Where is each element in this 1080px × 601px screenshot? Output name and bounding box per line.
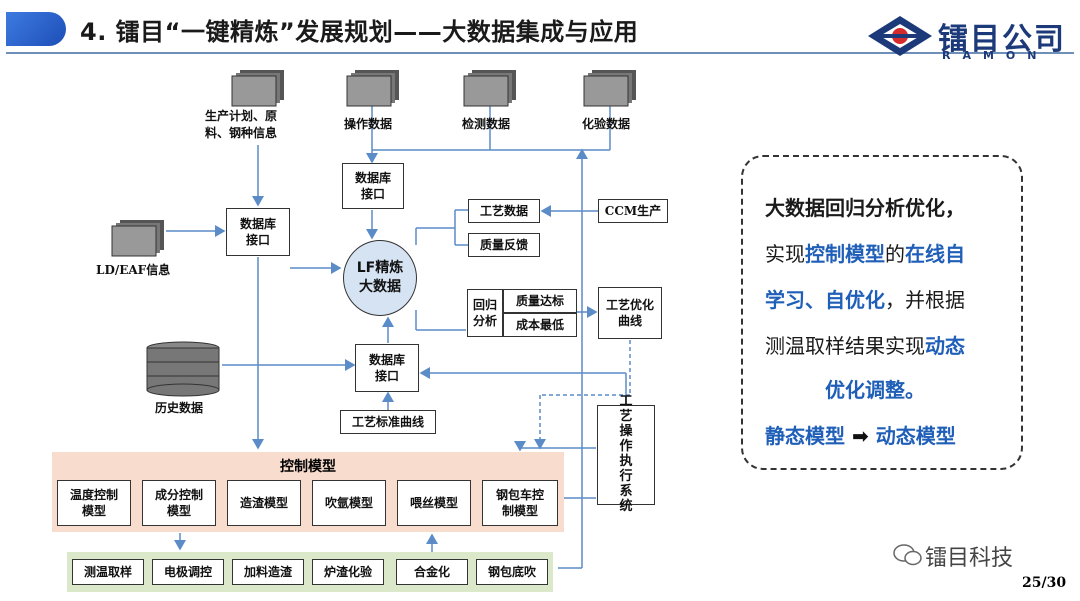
title-accent-tab (6, 12, 66, 46)
exec-feeding-slagging: 加料造渣 (232, 559, 304, 585)
database-cylinder-icon (146, 341, 220, 397)
control-model-argon: 吹氩模型 (312, 480, 386, 526)
control-model-slagging: 造渣模型 (227, 480, 301, 526)
control-models-panel (52, 452, 564, 532)
quality-target-box: 质量达标 (503, 289, 577, 313)
std-curve-box: 工艺标准曲线 (340, 410, 436, 434)
document-stack-icon (463, 70, 516, 107)
control-model-wire-feeding: 喂丝模型 (397, 480, 471, 526)
regression-analysis-box: 回归 分析 (467, 289, 503, 337)
document-stack-icon (583, 70, 636, 107)
exec-temp-sampling: 测温取样 (72, 559, 144, 585)
source-plan-label: 生产计划、原 料、钢种信息 (205, 109, 278, 140)
document-stack-icon (231, 70, 284, 107)
callout-line-2: 实现控制模型的在线自 (765, 242, 965, 266)
callout-line-4: 测温取样结果实现动态 (765, 334, 965, 358)
source-operation-label: 操作数据 (344, 117, 393, 131)
wechat-icon (893, 544, 922, 566)
page-number: 25/30 (1022, 575, 1067, 591)
control-models-title: 控制模型 (280, 459, 336, 475)
db-interface-top: 数据库 接口 (342, 163, 404, 209)
ramon-logo-icon (868, 16, 932, 56)
execution-panel (67, 552, 553, 592)
callout-line-6: 静态模型 ➡ 动态模型 (765, 424, 956, 448)
company-logo-text: 镭目公司 (938, 22, 1066, 57)
exec-bottom-blowing: 钢包底吹 (476, 559, 548, 585)
exec-slag-assay: 炉渣化验 (312, 559, 384, 585)
source-inspection-label: 检测数据 (462, 117, 511, 131)
page-title: 4. 镭目“一键精炼”发展规划——大数据集成与应用 (80, 18, 639, 46)
control-model-temperature: 温度控制 模型 (57, 480, 131, 526)
document-stack-icon (111, 220, 164, 257)
source-history-label: 历史数据 (155, 401, 204, 415)
callout-line-5: 优化调整。 (825, 378, 925, 402)
process-data-box: 工艺数据 (468, 199, 540, 223)
source-ld-eaf-label: LD/EAF信息 (96, 263, 171, 277)
document-stack-icon (346, 70, 399, 107)
callout-line-3: 学习、自优化，并根据 (765, 288, 965, 312)
watermark-text: 镭目科技 (925, 546, 1014, 571)
quality-feedback-box: 质量反馈 (468, 233, 540, 257)
db-interface-bottom: 数据库 接口 (355, 344, 419, 392)
company-logo-subtext: RAMON (942, 49, 1049, 62)
exec-system-box: 工 艺 操 作 执 行 系 统 (597, 394, 655, 514)
lf-big-data-core: LF精炼 大数据 (343, 240, 417, 316)
ccm-production-box: CCM生产 (598, 199, 668, 223)
summary-callout (741, 155, 1023, 470)
arrow-right-icon: ➡ (851, 424, 869, 448)
control-model-ladle-car: 钢包车控 制模型 (482, 480, 558, 526)
flow-connectors (166, 106, 631, 569)
source-lab-label: 化验数据 (582, 117, 631, 131)
callout-line-1: 大数据回归分析优化， (765, 196, 965, 220)
control-model-composition: 成分控制 模型 (142, 480, 216, 526)
db-interface-left: 数据库 接口 (226, 208, 290, 256)
title-divider (6, 52, 1074, 54)
exec-electrode-control: 电极调控 (152, 559, 224, 585)
min-cost-box: 成本最低 (503, 313, 577, 337)
exec-alloying: 合金化 (396, 559, 468, 585)
process-opt-curve-box: 工艺优化 曲线 (598, 287, 662, 339)
